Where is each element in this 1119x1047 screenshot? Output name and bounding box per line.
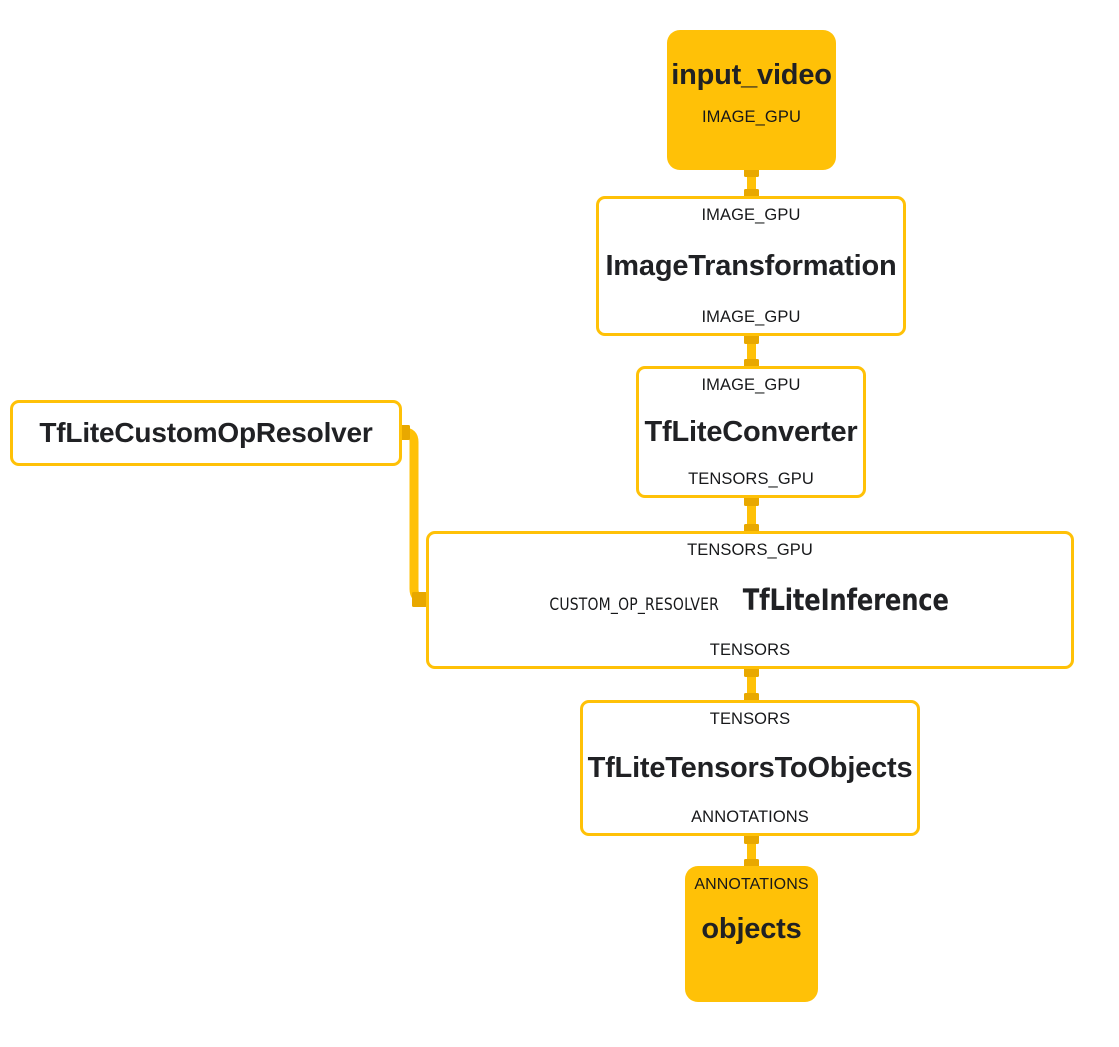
node-input-video-output-label: IMAGE_GPU [701,108,801,127]
node-objects[interactable]: ANNOTATIONS objects [685,866,818,1002]
node-tflite-inference-title-row: CUSTOM_OP_RESOLVER TfLiteInference [544,582,957,617]
node-tflite-inference-input-label: TENSORS_GPU [687,541,813,559]
node-tflite-converter[interactable]: IMAGE_GPU TfLiteConverter TENSORS_GPU [636,366,866,498]
node-tflite-converter-title: TfLiteConverter [644,415,858,448]
port-tflite-inference-side-in [412,592,427,607]
node-objects-input-label: ANNOTATIONS [694,876,809,893]
node-objects-title: objects [701,912,802,945]
node-image-transformation-title: ImageTransformation [605,249,897,282]
node-tflite-tensors-to-objects-input-label: TENSORS [709,710,791,728]
node-image-transformation-input-label: IMAGE_GPU [701,206,801,224]
node-tflite-tensors-to-objects-title: TfLiteTensorsToObjects [587,751,913,784]
node-tflite-inference-title: TfLiteInference [742,582,949,617]
node-input-video-title: input_video [671,59,832,91]
node-tflite-inference-side-input-label: CUSTOM_OP_RESOLVER [548,594,719,614]
node-tflite-custom-op-resolver-title: TfLiteCustomOpResolver [39,417,373,449]
node-image-transformation[interactable]: IMAGE_GPU ImageTransformation IMAGE_GPU [596,196,906,336]
node-tflite-inference[interactable]: TENSORS_GPU CUSTOM_OP_RESOLVER TfLiteInf… [426,531,1074,669]
node-tflite-custom-op-resolver[interactable]: TfLiteCustomOpResolver [10,400,402,466]
node-tflite-converter-input-label: IMAGE_GPU [701,376,801,394]
node-tflite-inference-output-label: TENSORS [709,640,791,659]
node-tflite-tensors-to-objects[interactable]: TENSORS TfLiteTensorsToObjects ANNOTATIO… [580,700,920,836]
node-tflite-converter-output-label: TENSORS_GPU [688,469,814,488]
node-tflite-tensors-to-objects-output-label: ANNOTATIONS [691,807,809,826]
node-image-transformation-output-label: IMAGE_GPU [701,307,801,326]
node-input-video[interactable]: input_video IMAGE_GPU [667,30,836,170]
